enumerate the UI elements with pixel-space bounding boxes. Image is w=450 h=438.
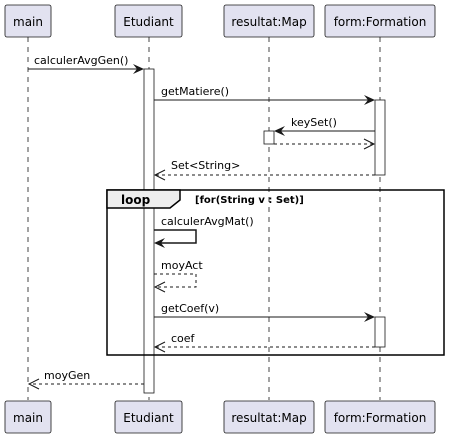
participant-label: form:Formation — [334, 15, 427, 29]
message-keyset-return — [274, 138, 376, 150]
loop-fragment: loop [for(String v : Set)] — [106, 189, 445, 356]
message-label: moyAct — [161, 259, 203, 272]
participant-main-top: main — [4, 4, 52, 38]
participant-label: Etudiant — [123, 15, 174, 29]
participant-main-bottom: main — [4, 400, 52, 434]
participant-etudiant-bottom: Etudiant — [114, 400, 183, 434]
message-label: coef — [171, 332, 196, 345]
message-label: moyGen — [44, 369, 90, 382]
message-keyset: keySet() — [274, 116, 375, 136]
message-coef-return: coef — [153, 332, 375, 353]
activation-form-getcoef — [374, 316, 386, 348]
message-moyact: moyAct — [153, 259, 203, 293]
message-getmatiere: getMatiere() — [154, 85, 375, 105]
participant-form-bottom: form:Formation — [324, 400, 436, 434]
message-label: getCoef(v) — [161, 302, 219, 315]
message-calculeravggen: calculerAvgGen() — [28, 54, 144, 74]
message-moygen-return: moyGen — [27, 369, 144, 390]
activation-etudiant — [143, 68, 155, 394]
message-label: calculerAvgMat() — [161, 215, 254, 228]
participant-label: Etudiant — [123, 411, 174, 425]
activation-form-getmatiere — [374, 99, 386, 176]
participant-label: form:Formation — [334, 411, 427, 425]
message-set-return: Set<String> — [153, 159, 375, 181]
activation-resultat-keyset — [263, 130, 275, 145]
participant-label: main — [13, 15, 43, 29]
message-label: getMatiere() — [161, 85, 229, 98]
message-label: keySet() — [291, 116, 337, 129]
participant-etudiant-top: Etudiant — [114, 4, 183, 38]
participant-form-top: form:Formation — [324, 4, 436, 38]
participant-label: resultat:Map — [231, 411, 306, 425]
message-calculeravgmat: calculerAvgMat() — [154, 215, 254, 248]
participant-label: resultat:Map — [231, 15, 306, 29]
participant-resultat-top: resultat:Map — [223, 4, 315, 38]
participant-resultat-bottom: resultat:Map — [223, 400, 315, 434]
loop-guard: [for(String v : Set)] — [195, 195, 304, 206]
message-label: Set<String> — [171, 159, 240, 172]
message-label: calculerAvgGen() — [34, 54, 128, 67]
message-getcoef: getCoef(v) — [154, 302, 375, 322]
loop-keyword: loop — [121, 193, 151, 207]
participant-label: main — [13, 411, 43, 425]
